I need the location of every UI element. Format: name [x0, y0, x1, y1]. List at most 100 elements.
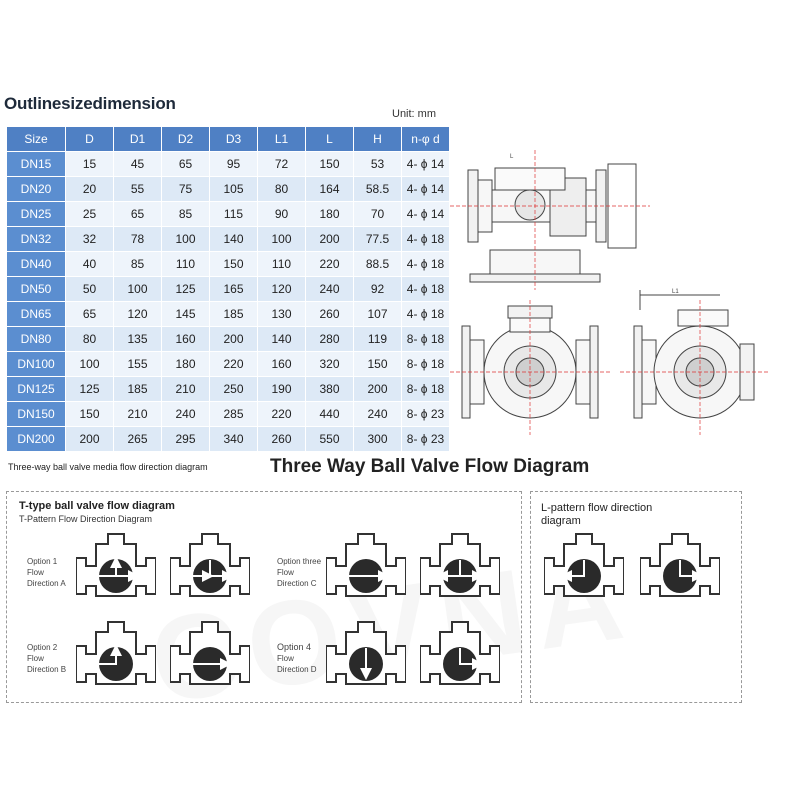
option-number: Option 4 [277, 642, 312, 652]
l-dimension-label: L [510, 154, 514, 160]
table-cell: 88.5 [353, 251, 402, 277]
row-size-label: DN25 [6, 201, 66, 227]
row-size-label: DN100 [6, 351, 66, 377]
option-flow: Flow [27, 568, 44, 577]
table-cell: 150 [65, 401, 114, 427]
table-cell: 140 [257, 326, 306, 352]
column-header: n-φ d [401, 126, 450, 152]
table-cell: 140 [209, 226, 258, 252]
table-cell: 70 [353, 201, 402, 227]
table-cell: 120 [257, 276, 306, 302]
option-label: Option 1 Flow Direction A [27, 556, 66, 589]
table-cell: 160 [257, 351, 306, 377]
table-cell: 8- ϕ 18 [401, 326, 450, 352]
table-cell: 210 [161, 376, 210, 402]
table-cell: 185 [209, 301, 258, 327]
table-cell: 77.5 [353, 226, 402, 252]
table-cell: 72 [257, 151, 306, 177]
table-cell: 100 [113, 276, 162, 302]
option-label: Option 2 Flow Direction B [27, 642, 66, 675]
table-cell: 20 [65, 176, 114, 202]
l-box-title: L-pattern flow direction [541, 502, 653, 514]
valve-flow-diagram [76, 533, 156, 597]
table-cell: 4- ϕ 14 [401, 176, 450, 202]
table-cell: 340 [209, 426, 258, 452]
row-size-label: DN20 [6, 176, 66, 202]
table-cell: 150 [209, 251, 258, 277]
row-size-label: DN200 [6, 426, 66, 452]
table-cell: 130 [257, 301, 306, 327]
column-header: L1 [257, 126, 306, 152]
table-cell: 4- ϕ 14 [401, 201, 450, 227]
table-cell: 145 [161, 301, 210, 327]
table-cell: 110 [257, 251, 306, 277]
page-title: Outlinesizedimension [4, 94, 176, 113]
column-header: D2 [161, 126, 210, 152]
column-header: Size [6, 126, 66, 152]
table-cell: 240 [305, 276, 354, 302]
table-cell: 50 [65, 276, 114, 302]
valve-technical-drawings: L1 L [450, 150, 770, 435]
table-cell: 295 [161, 426, 210, 452]
row-size-label: DN15 [6, 151, 66, 177]
column-header: H [353, 126, 402, 152]
flow-arrow [679, 560, 704, 582]
option-direction: Direction D [277, 665, 317, 674]
table-cell: 4- ϕ 18 [401, 251, 450, 277]
table-cell: 164 [305, 176, 354, 202]
table-cell: 260 [305, 301, 354, 327]
table-cell: 240 [353, 401, 402, 427]
option-number: Option 2 [27, 643, 58, 652]
table-cell: 185 [113, 376, 162, 402]
table-cell: 260 [257, 426, 306, 452]
flow-caption-small: Three-way ball valve media flow directio… [8, 462, 208, 472]
table-cell: 40 [65, 251, 114, 277]
table-cell: 107 [353, 301, 402, 327]
table-cell: 320 [305, 351, 354, 377]
t-box-subtitle: T-Pattern Flow Direction Diagram [19, 514, 153, 524]
table-cell: 25 [65, 201, 114, 227]
row-size-label: DN80 [6, 326, 66, 352]
table-cell: 200 [353, 376, 402, 402]
table-cell: 53 [353, 151, 402, 177]
table-cell: 160 [161, 326, 210, 352]
table-cell: 150 [305, 151, 354, 177]
valve-flow-diagram [420, 621, 500, 685]
table-cell: 15 [65, 151, 114, 177]
table-cell: 300 [353, 426, 402, 452]
table-cell: 165 [209, 276, 258, 302]
flow-arrow [459, 648, 484, 670]
table-cell: 135 [113, 326, 162, 352]
table-cell: 78 [113, 226, 162, 252]
l1-dimension-label: L1 [672, 289, 679, 295]
valve-flow-diagram [170, 621, 250, 685]
table-cell: 180 [161, 351, 210, 377]
table-cell: 100 [65, 351, 114, 377]
row-size-label: DN65 [6, 301, 66, 327]
table-cell: 4- ϕ 14 [401, 151, 450, 177]
l-box-title-line2: diagram [541, 515, 581, 527]
option-direction: Direction A [27, 579, 66, 588]
table-cell: 75 [161, 176, 210, 202]
table-cell: 8- ϕ 23 [401, 426, 450, 452]
column-header: D1 [113, 126, 162, 152]
option-number: Option three [277, 557, 322, 566]
table-cell: 119 [353, 326, 402, 352]
table-cell: 125 [65, 376, 114, 402]
table-cell: 92 [353, 276, 402, 302]
valve-flow-diagram [326, 621, 406, 685]
table-cell: 85 [161, 201, 210, 227]
table-cell: 65 [65, 301, 114, 327]
table-cell: 240 [161, 401, 210, 427]
table-cell: 85 [113, 251, 162, 277]
table-cell: 58.5 [353, 176, 402, 202]
